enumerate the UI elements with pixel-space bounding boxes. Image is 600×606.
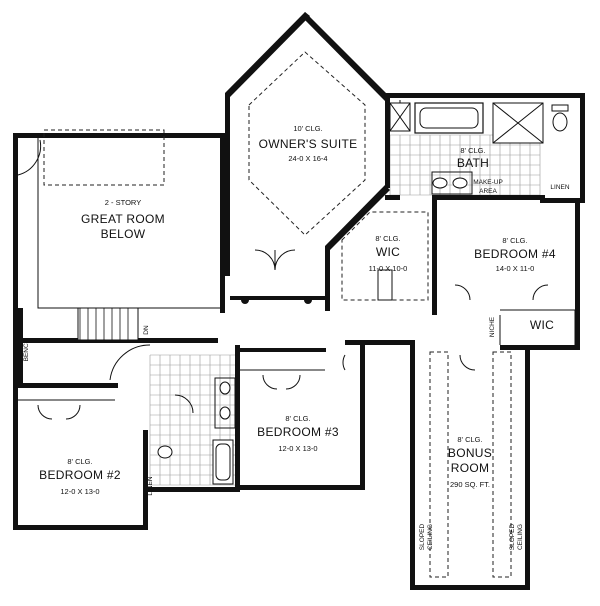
owners-suite-ceiling: 10' CLG. [293,124,322,133]
bonus-ceiling: 8' CLG. [457,435,482,444]
makeup-area-line2: AREA [479,188,497,195]
wic-ceiling: 8' CLG. [375,234,400,243]
bedroom2-name: BEDROOM #2 [39,468,121,482]
bedroom4-ceiling: 8' CLG. [502,236,527,245]
makeup-area-line1: MAKE-UP [473,179,503,186]
wic-size: 11-0 X 10-0 [369,264,408,273]
owners-suite-name: OWNER'S SUITE [259,137,358,151]
bath-fixtures [157,102,569,485]
bath-ceiling: 8' CLG. [460,146,485,155]
bonus-name1: BONUS [448,446,492,460]
great-room-line2: GREAT ROOM [81,212,165,226]
sloped-left-line1: SLOPED [419,524,426,551]
doors [17,139,549,420]
great-room-line1: 2 - STORY [105,198,141,207]
stair-dn-label: DN [143,325,150,335]
sloped-left-line2: CEILING [427,524,434,550]
great-room-line3: BELOW [101,227,146,241]
bath-linen-label: LINEN [550,184,569,191]
bedroom3-ceiling: 8' CLG. [285,414,310,423]
sloped-right-line2: CEILING [517,524,524,550]
sloped-right-line1: SLOPED [509,524,516,551]
owners-suite-size: 24-0 X 16-4 [288,154,327,163]
stairs [77,307,139,341]
bedroom4-size: 14-0 X 11-0 [496,264,535,273]
wic-name: WIC [376,245,400,259]
bonus-area: 290 SQ. FT. [450,480,490,489]
hall-linen-label: LINEN [147,476,154,495]
bedroom4-name: BEDROOM #4 [474,247,556,261]
bench-label: BENCH [23,338,30,361]
bedroom2-ceiling: 8' CLG. [67,457,92,466]
bath-name: BATH [457,156,489,170]
ceiling-lines [43,51,512,578]
room-labels: 2 - STORY GREAT ROOM BELOW 10' CLG. OWNE… [23,124,570,550]
walls [13,12,585,590]
bonus-name2: ROOM [451,461,490,475]
bedroom4-wic: WIC [530,318,554,332]
niche-label: NICHE [489,316,496,337]
bedroom3-name: BEDROOM #3 [257,425,339,439]
bedroom2-size: 12-0 X 13-0 [60,487,99,496]
bedroom3-size: 12-0 X 13-0 [278,444,317,453]
